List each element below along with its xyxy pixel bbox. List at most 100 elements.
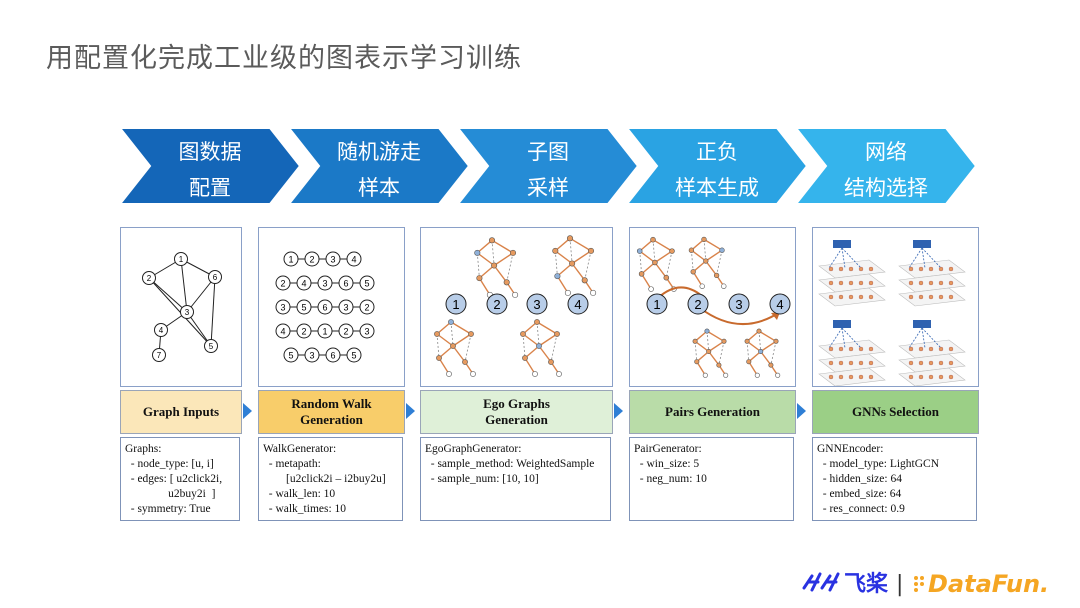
graph-node-label: 4 [159,326,164,335]
ego-node [721,283,727,289]
config-line: PairGenerator: [634,443,702,455]
walk-node-label: 3 [280,303,285,313]
gnn-node [948,360,954,366]
ego-node [470,371,476,377]
gnn-node [908,266,914,272]
ego-edge [522,333,540,347]
gnn-node [948,280,954,286]
ego-node [488,237,496,244]
config-line: u2buy2i ] [125,488,216,500]
graph-edge [180,258,188,313]
gnn-node [948,294,954,300]
config-line: - model_type: LightGCN [817,458,940,470]
ego-edge [760,351,772,366]
walk-node-label: 3 [364,327,369,337]
config-line: GNNEncoder: [817,443,884,455]
walk-node-label: 4 [351,255,356,265]
graph-node [204,339,218,353]
ego-node [694,359,700,365]
graph-node-label: 6 [213,273,218,282]
gnn-node [938,360,944,366]
ego-edge [639,250,656,264]
gnn-node [918,294,924,300]
ego-edge [554,250,573,265]
gnn-edge [908,327,923,349]
ego-node [554,273,561,280]
ego-node [690,269,696,275]
ego-node [775,372,781,378]
ego-edge-dashed [639,251,642,274]
ego-edge [692,260,707,273]
walk-node-label: 3 [343,303,348,313]
config-line: WalkGenerator: [263,443,337,455]
stage-line2: 结构选择 [844,176,928,200]
walk-node-label: 3 [322,279,327,289]
ego-edge [690,249,707,262]
ego-node [476,275,483,282]
gnn-node [828,374,834,380]
graph-node-label: 2 [147,274,152,283]
ego-center-node [526,293,548,315]
gnn-node [918,374,924,380]
ego-edge [438,345,454,359]
gnn-node [928,266,934,272]
config-graphs: Graphs: - node_type: [u, i] - edges: [ u… [120,437,240,521]
ego-node [503,279,510,286]
logo-area: 飞桨 | DataFun. [800,566,1060,604]
config-line: - edges: [ u2click2i, [125,473,223,485]
ego-edge [706,330,725,342]
ego-center-label: 4 [574,297,581,312]
ego-node [536,343,542,349]
ego-edge [522,321,538,335]
ego-edge [536,321,558,335]
walk-node [359,275,375,291]
gnn-node [928,280,934,286]
gnn-node [908,280,914,286]
paddle-text: 飞桨 [844,571,889,597]
gnn-node [828,360,834,366]
stage-line2: 样本 [358,176,400,200]
walk-node-label: 4 [280,327,285,337]
category-label: Pairs Generation [665,404,760,419]
ego-node [721,338,727,344]
ego-edge-dashed [691,250,694,272]
gnn-node [918,346,924,352]
ego-center-label: 1 [452,297,459,312]
stage-3: 子图采样 [458,128,638,204]
ego-node [699,283,705,289]
ego-node [590,289,597,296]
graph-edge [148,277,188,313]
ego-edge-dashed [536,321,540,347]
gnn-node [838,374,844,380]
graph-node [154,323,168,337]
ego-node [534,319,540,325]
graph-node-label: 1 [179,255,184,264]
category-label: GNNs Selection [851,404,940,419]
config-line: - walk_times: 10 [263,503,347,515]
ego-edge-dashed [506,252,514,283]
pair-node-label: 2 [694,297,701,312]
walk-node-label: 4 [301,279,306,289]
walk-node [359,323,375,339]
graph-node-label: 3 [185,308,190,317]
walk-node-label: 5 [364,279,369,289]
gnn-edge [841,247,862,269]
gnn-node [848,346,854,352]
ego-edge [438,357,450,375]
ego-node [703,258,709,264]
gnn-node [858,346,864,352]
ego-node [548,359,554,365]
gnn-node [908,374,914,380]
gnn-node [948,346,954,352]
gnn-node [918,360,924,366]
gnn-edge [828,327,843,349]
config-line: - walk_len: 10 [263,488,336,500]
ego-node [648,286,654,292]
gnn-node [868,266,874,272]
gnn-node [858,266,864,272]
ego-edge [538,333,558,347]
stage-1: 图数据配置 [120,128,300,204]
ego-edge [476,239,493,254]
